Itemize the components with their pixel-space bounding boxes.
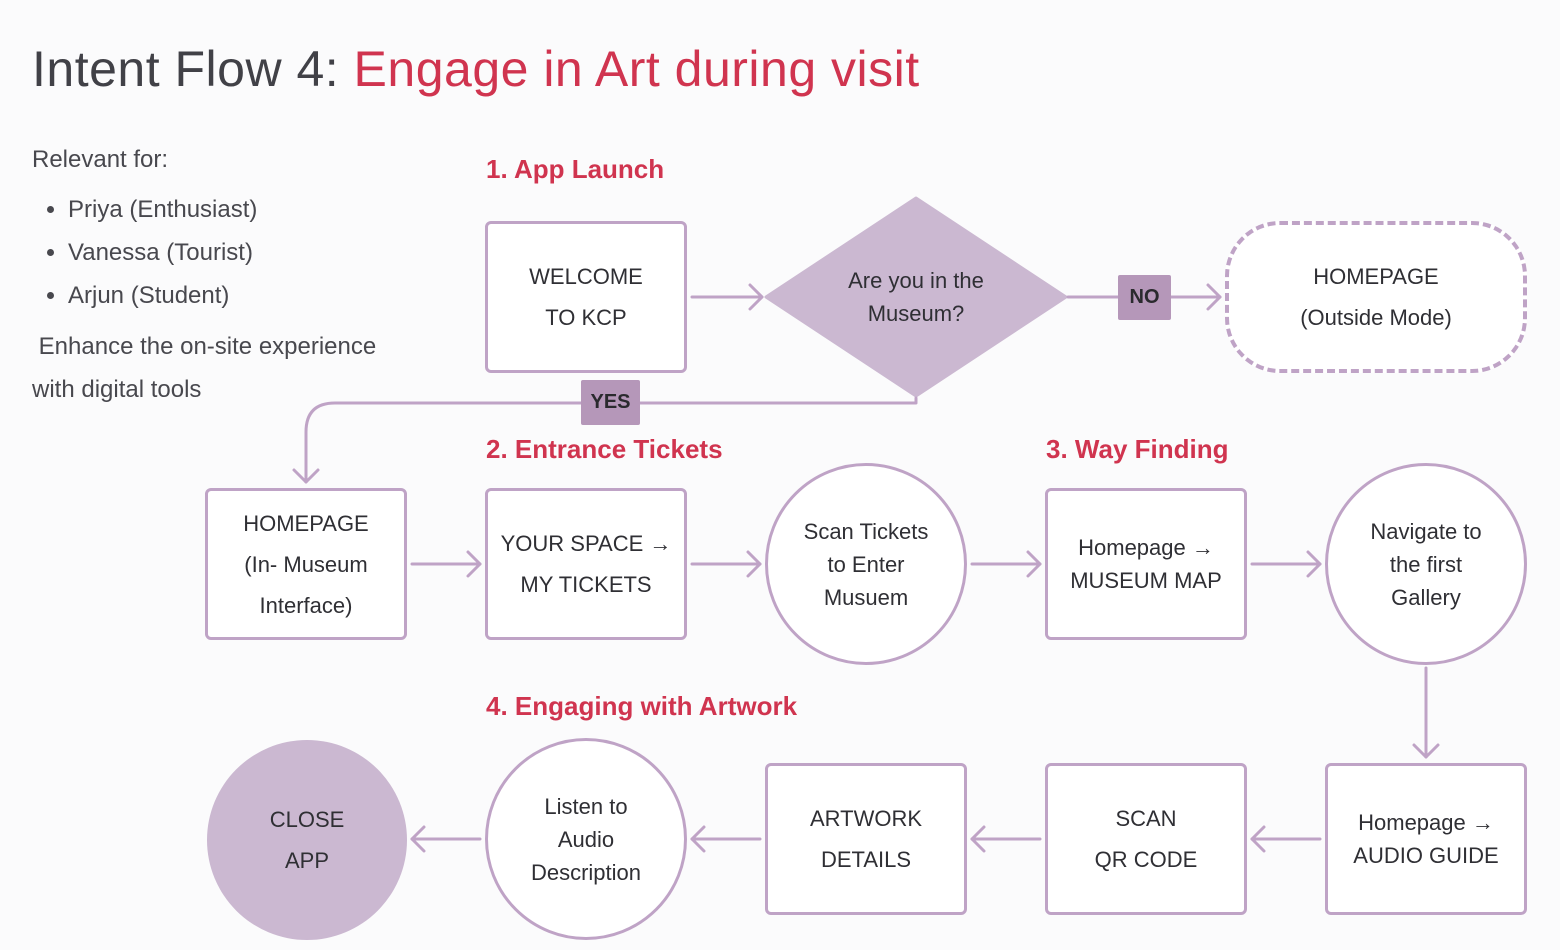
node-text: Homepage → xyxy=(1358,810,1494,835)
node-text: Museum? xyxy=(867,301,965,326)
arrow-tickets-to-scan xyxy=(690,550,762,578)
section-entrance-tickets: 2. Entrance Tickets xyxy=(486,434,723,464)
node-text: AUDIO GUIDE xyxy=(1353,843,1499,868)
description-line: with digital tools xyxy=(32,376,202,403)
node-text: ARTWORK xyxy=(809,806,923,831)
description: Enhance the on-site experience with digi… xyxy=(32,325,376,411)
node-text: the first xyxy=(1389,551,1463,577)
node-text: Interface) xyxy=(259,592,353,618)
persona-item: Vanessa (Tourist) xyxy=(68,231,376,274)
museum-map-node[interactable]: Homepage → MUSEUM MAP xyxy=(1045,488,1247,640)
node-text: SCAN xyxy=(1115,806,1177,831)
persona-item: Arjun (Student) xyxy=(68,274,376,317)
artwork-details-node[interactable]: ARTWORK DETAILS xyxy=(765,763,967,915)
node-text: Audio xyxy=(557,826,615,852)
node-text: DETAILS xyxy=(820,847,912,872)
node-text: APP xyxy=(284,848,330,873)
node-text: MY TICKETS xyxy=(520,572,652,597)
node-text: Scan Tickets xyxy=(803,518,929,544)
close-app-node[interactable]: CLOSE APP xyxy=(207,740,407,940)
no-tag: NO xyxy=(1118,275,1171,320)
node-text: TO KCP xyxy=(545,305,627,330)
persona-list: Priya (Enthusiast) Vanessa (Tourist) Arj… xyxy=(32,188,376,317)
arrow-audio-guide-to-scan-qr xyxy=(1250,825,1322,853)
node-text: (In- Museum xyxy=(244,551,368,577)
arrow-navigate-to-audio-guide xyxy=(1412,666,1440,759)
node-text: Navigate to xyxy=(1370,518,1482,544)
arrow-listen-to-close xyxy=(410,825,482,853)
arrow-map-to-navigate xyxy=(1250,550,1322,578)
section-app-launch: 1. App Launch xyxy=(486,154,665,184)
outside-mode-node[interactable]: HOMEPAGE (Outside Mode) xyxy=(1225,221,1527,373)
description-line: Enhance the on-site experience xyxy=(32,333,377,360)
section-way-finding: 3. Way Finding xyxy=(1046,434,1229,464)
node-text: WELCOME xyxy=(529,264,643,289)
node-text: Description xyxy=(530,859,642,885)
decision-diamond xyxy=(764,196,1068,398)
node-text: (Outside Mode) xyxy=(1300,305,1452,330)
node-text: Homepage → xyxy=(1078,535,1214,560)
scan-qr-node[interactable]: SCAN QR CODE xyxy=(1045,763,1247,915)
arrow-homepage-to-tickets xyxy=(410,550,482,578)
welcome-node[interactable]: WELCOME TO KCP xyxy=(485,221,687,373)
intro-panel: Relevant for: Priya (Enthusiast) Vanessa… xyxy=(32,146,376,411)
section-engaging-artwork: 4. Engaging with Artwork xyxy=(486,691,798,721)
title-highlight: Engage in Art during visit xyxy=(353,41,920,97)
node-text: Musuem xyxy=(823,584,909,610)
title-prefix: Intent Flow 4: xyxy=(32,41,354,97)
node-text: Gallery xyxy=(1391,584,1461,610)
my-tickets-node[interactable]: YOUR SPACE → MY TICKETS xyxy=(485,488,687,640)
node-text: HOMEPAGE xyxy=(1313,264,1439,289)
node-text: YOUR SPACE → xyxy=(500,531,672,556)
arrow-artwork-to-listen xyxy=(690,825,762,853)
arrow-scan-to-map xyxy=(970,550,1042,578)
page-title: Intent Flow 4: Engage in Art during visi… xyxy=(32,40,920,98)
audio-guide-node[interactable]: Homepage → AUDIO GUIDE xyxy=(1325,763,1527,915)
persona-item: Priya (Enthusiast) xyxy=(68,188,376,231)
arrow-decision-to-homepage xyxy=(292,396,918,484)
node-text: Are you in the xyxy=(848,268,984,293)
decision-node[interactable]: Are you in the Museum? xyxy=(786,264,1046,330)
node-text: HOMEPAGE xyxy=(243,510,369,536)
node-text: Listen to xyxy=(544,793,628,819)
node-text: QR CODE xyxy=(1094,847,1198,872)
node-text: CLOSE xyxy=(269,807,345,832)
yes-tag: YES xyxy=(581,380,640,425)
node-text: MUSEUM MAP xyxy=(1070,568,1222,593)
node-text: to Enter xyxy=(827,551,905,577)
relevant-label: Relevant for: xyxy=(32,146,169,173)
arrow-scan-qr-to-artwork xyxy=(970,825,1042,853)
arrow-welcome-to-decision xyxy=(690,283,764,311)
